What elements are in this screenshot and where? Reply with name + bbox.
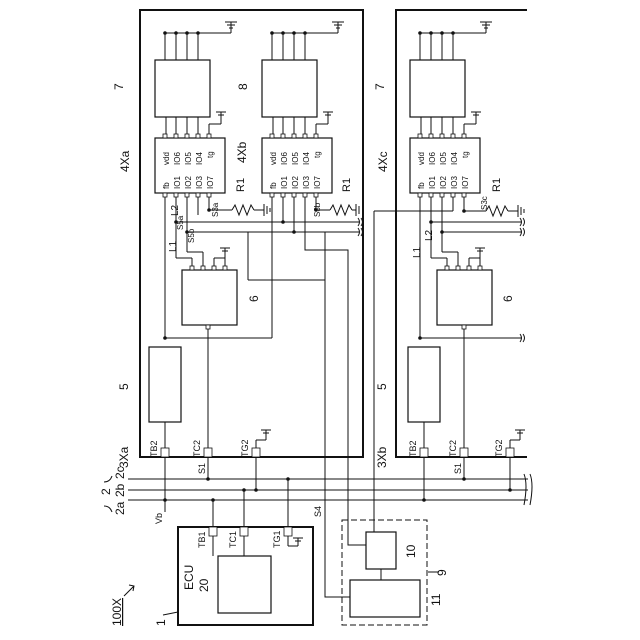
label-s3c: S3c <box>480 196 489 210</box>
label-ref-6c: 6 <box>501 295 515 302</box>
label-tg2-a: TG2 <box>240 439 250 457</box>
unit-11-box <box>350 580 420 617</box>
label-ecu: ECU <box>182 565 196 590</box>
driver-block-6a <box>182 270 237 325</box>
label-l1-c: L1 <box>412 246 423 258</box>
label-bus-2b: 2b <box>113 483 127 497</box>
label-s1-a: S1 <box>197 463 207 474</box>
resistor-r1-c <box>462 197 524 217</box>
load-block-7c <box>410 60 465 117</box>
label-unit-10: 10 <box>404 544 418 558</box>
pin-label-b-io5: IO5 <box>291 152 300 165</box>
pin-label-c-io7: IO7 <box>461 176 470 189</box>
pin-label-c-tg: tg <box>461 151 470 158</box>
pin-label-b-io7: IO7 <box>313 176 322 189</box>
pin-label-b-vdd: vdd <box>269 152 278 165</box>
label-ecu-20: 20 <box>197 578 211 592</box>
pin-label-c-io1: IO1 <box>428 176 437 189</box>
pin-label-b-io4: IO4 <box>302 152 311 165</box>
connector-3xb-terminals <box>420 430 525 502</box>
label-unit-11: 11 <box>429 593 443 606</box>
pin-label-c-io5: IO5 <box>439 152 448 165</box>
pin-label-a-vdd: vdd <box>162 152 171 165</box>
label-module-4xc: 4Xc <box>376 151 390 172</box>
label-s4: S4 <box>313 506 323 517</box>
pin-label-a-io3: IO3 <box>195 176 204 189</box>
label-bus-2: 2 <box>99 488 113 495</box>
signal-lines-4xb <box>272 197 370 545</box>
label-tc2-c: TC2 <box>448 440 458 457</box>
label-l2-a: L2 <box>170 204 181 216</box>
pin-label-b-tg: tg <box>313 151 322 158</box>
label-ref-8: 8 <box>236 83 250 90</box>
label-s3a: S3a <box>211 202 220 217</box>
label-ref-6a: 6 <box>247 295 261 302</box>
label-tg1: TG1 <box>272 530 282 548</box>
label-ref-7a: 7 <box>112 83 126 90</box>
label-connector-3xa: 3Xa <box>117 446 131 468</box>
label-tb1: TB1 <box>197 531 207 548</box>
pin-label-a-io4: IO4 <box>195 152 204 165</box>
power-5-wires <box>165 422 424 448</box>
pin-label-c-io4: IO4 <box>450 152 459 165</box>
pin-label-a-tg: tg <box>206 151 215 158</box>
pin-label-a-io7: IO7 <box>206 176 215 189</box>
label-s1-c: S1 <box>453 463 463 474</box>
label-s3b: S3b <box>313 202 322 217</box>
label-s5b: S5b <box>187 228 196 243</box>
label-tb2-c: TB2 <box>408 440 418 457</box>
bus-lines <box>128 474 532 505</box>
pin-label-a-fb: fb <box>162 182 171 189</box>
pin-label-b-io2: IO2 <box>291 176 300 189</box>
label-l1-a: L1 <box>168 240 179 252</box>
label-module-4xb: 4Xb <box>235 141 249 163</box>
pin-label-c-fb: fb <box>417 182 426 189</box>
pin-label-a-io1: IO1 <box>173 176 182 189</box>
load-block-8 <box>262 60 317 117</box>
label-ref-5a: 5 <box>117 383 131 390</box>
load-block-7a <box>155 60 210 117</box>
label-tc2-a: TC2 <box>192 440 202 457</box>
pin-label-b-io6: IO6 <box>280 152 289 165</box>
pin-label-a-io6: IO6 <box>173 152 182 165</box>
label-ecu-ref-1: 1 <box>154 619 168 626</box>
label-r1-b: R1 <box>341 178 353 192</box>
pin-label-c-vdd: vdd <box>417 152 426 165</box>
unit-10-box <box>366 532 396 569</box>
label-s5a: S5a <box>176 215 185 230</box>
label-l2-c: L2 <box>424 229 435 241</box>
label-r1-c: R1 <box>491 178 503 192</box>
label-ref-5c: 5 <box>375 383 389 390</box>
pin-label-c-io3: IO3 <box>450 176 459 189</box>
pin-label-c-io2: IO2 <box>439 176 448 189</box>
pin-label-a-io5: IO5 <box>184 152 193 165</box>
label-bus-2a: 2a <box>113 501 127 515</box>
power-block-5c <box>408 347 440 422</box>
label-vb: Vb <box>154 513 164 524</box>
label-tg2-c: TG2 <box>494 439 504 457</box>
pin-label-b-fb: fb <box>269 182 278 189</box>
label-r1-a: R1 <box>235 178 247 192</box>
label-tb2-a: TB2 <box>149 440 159 457</box>
label-tc1: TC1 <box>228 531 238 548</box>
pin-label-c-io6: IO6 <box>428 152 437 165</box>
label-system-100x: 100X <box>110 598 124 626</box>
pin-label-b-io1: IO1 <box>280 176 289 189</box>
label-ref-7c: 7 <box>373 83 387 90</box>
driver-block-6c <box>437 270 492 325</box>
pin-label-b-io3: IO3 <box>302 176 311 189</box>
label-module-4xa: 4Xa <box>118 150 132 172</box>
ecu-controller-20 <box>218 556 271 613</box>
power-block-5a <box>149 347 181 422</box>
label-bus-2c: 2c <box>113 466 127 479</box>
pin-label-a-io2: IO2 <box>184 176 193 189</box>
label-connector-3xb: 3Xb <box>375 446 389 468</box>
